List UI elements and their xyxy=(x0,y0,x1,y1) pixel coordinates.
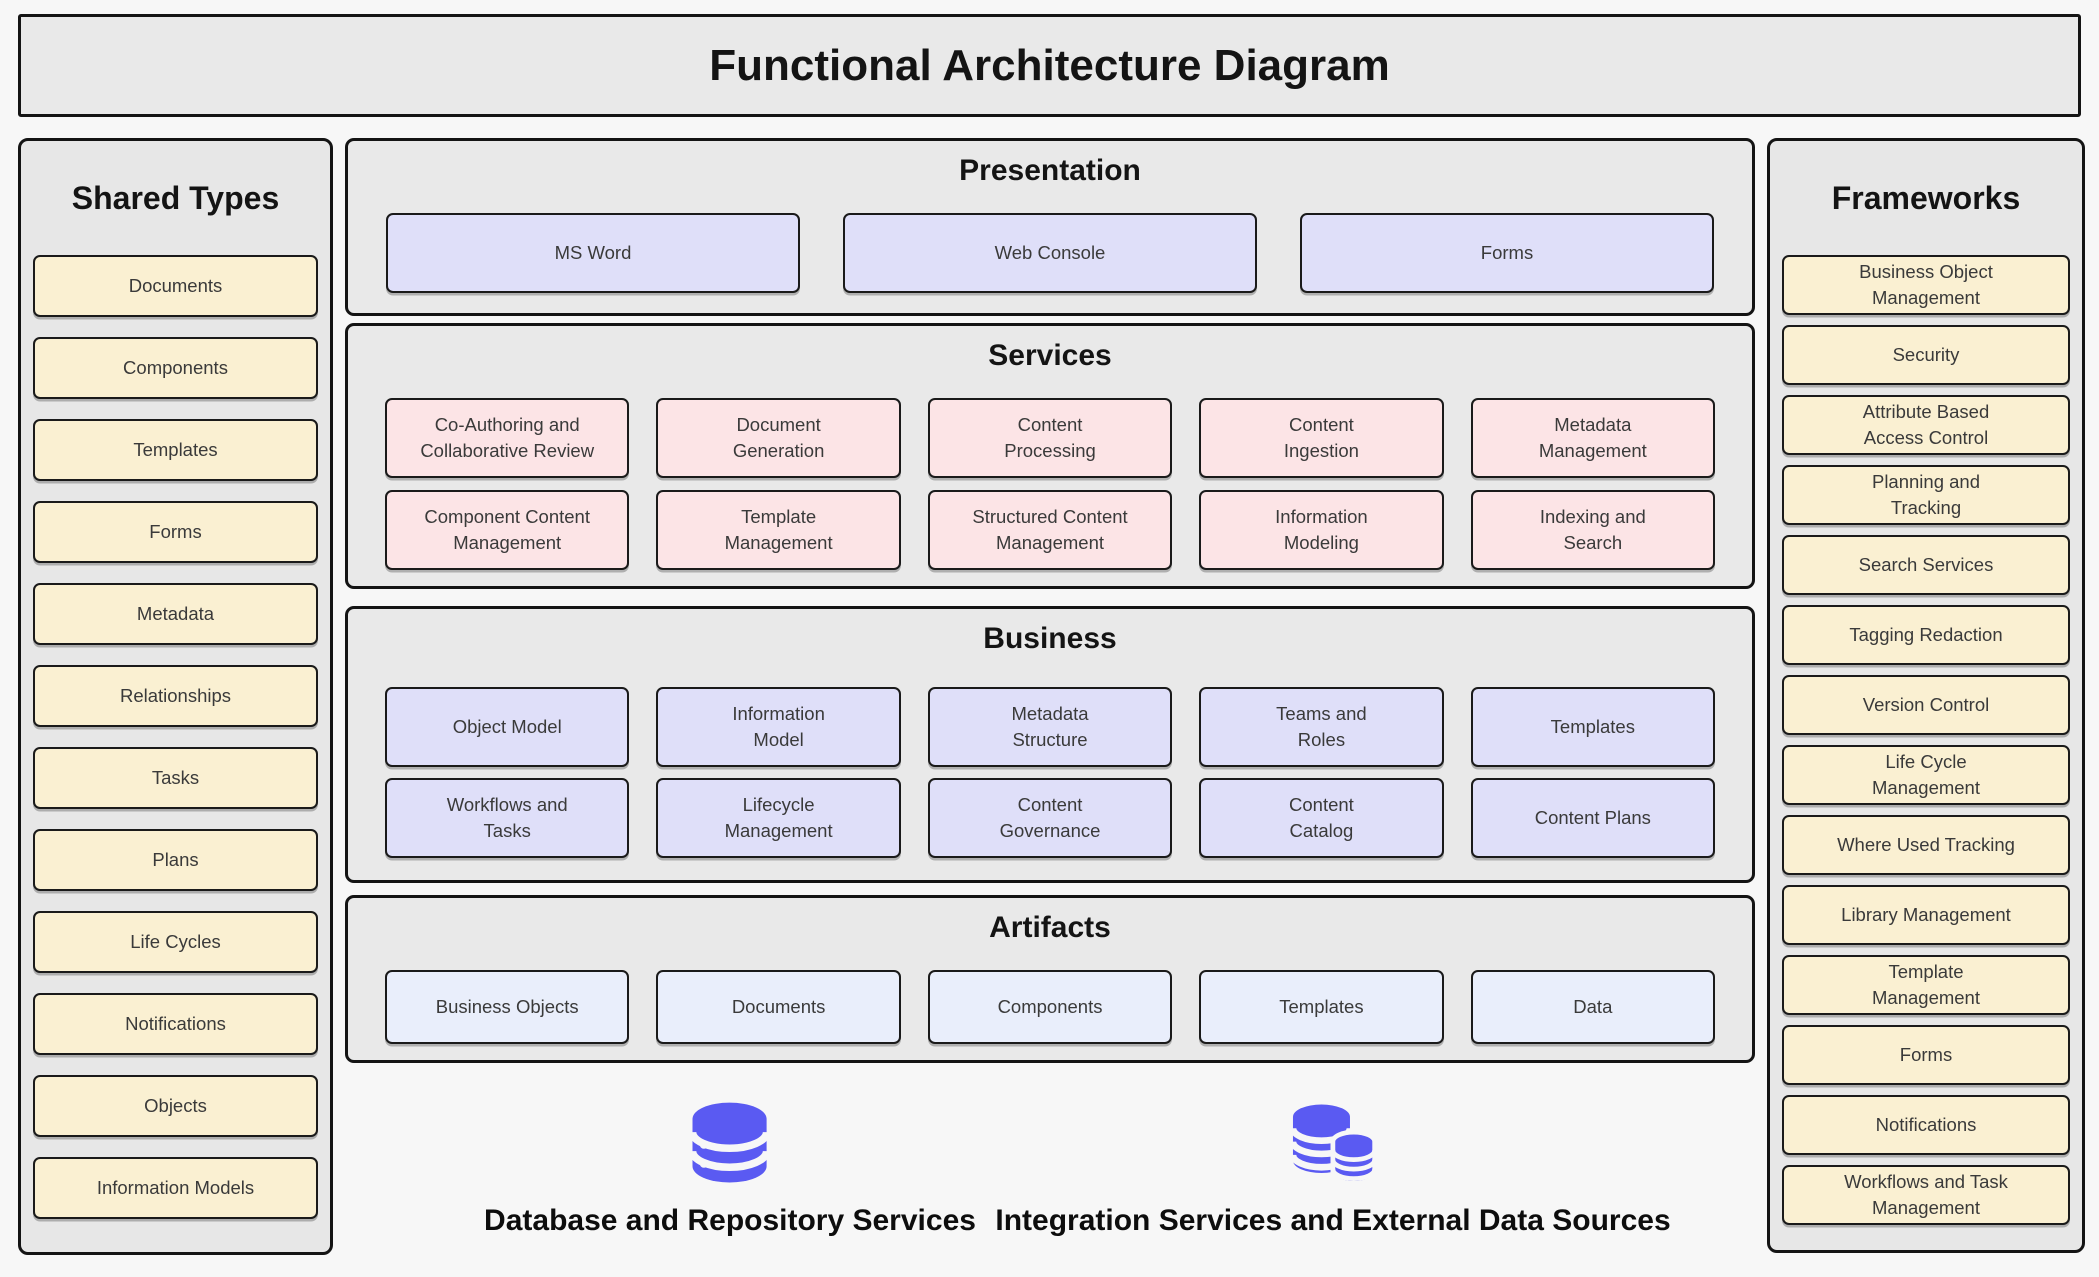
frameworks-title: Frameworks xyxy=(1831,179,2021,216)
database-icon xyxy=(689,1102,771,1183)
shared-type-tasks: Tasks xyxy=(33,747,318,809)
presentation-row: MS Word Web Console Forms xyxy=(348,213,1752,293)
framework-business-object-management: Business Object Management xyxy=(1782,255,2070,315)
shared-types-list: Documents Components Templates Forms Met… xyxy=(21,255,330,1219)
framework-life-cycle-management: Life Cycle Management xyxy=(1782,745,2070,805)
business-metadata-structure: Metadata Structure xyxy=(927,687,1173,767)
business-lifecycle-management: Lifecycle Management xyxy=(656,778,901,858)
shared-type-life-cycles: Life Cycles xyxy=(33,911,318,973)
framework-security: Security xyxy=(1782,325,2070,385)
framework-search-services: Search Services xyxy=(1782,535,2070,595)
business-title: Business xyxy=(983,622,1117,655)
business-information-model: Information Model xyxy=(656,687,901,767)
service-component-content-management: Component Content Management xyxy=(385,490,630,570)
presentation-forms: Forms xyxy=(1300,213,1714,293)
integration-external-data-sources-label: Integration Services and External Data S… xyxy=(995,1204,1671,1237)
shared-type-components: Components xyxy=(33,337,318,399)
framework-library-management: Library Management xyxy=(1782,885,2070,945)
layers-column: Presentation MS Word Web Console Forms S… xyxy=(345,138,1755,1266)
business-row-2: Workflows and Tasks Lifecycle Management… xyxy=(348,778,1752,858)
services-layer: Services Co-Authoring and Collaborative … xyxy=(345,323,1755,589)
artifact-templates: Templates xyxy=(1199,970,1444,1044)
framework-version-control: Version Control xyxy=(1782,675,2070,735)
shared-type-notifications: Notifications xyxy=(33,993,318,1055)
shared-type-objects: Objects xyxy=(33,1075,318,1137)
shared-type-relationships: Relationships xyxy=(33,665,318,727)
database-repository-services-label: Database and Repository Services xyxy=(484,1204,976,1237)
framework-template-management: Template Management xyxy=(1782,955,2070,1015)
databases-icon xyxy=(1289,1104,1378,1186)
service-document-generation: Document Generation xyxy=(656,398,901,478)
framework-attribute-based-access-control: Attribute Based Access Control xyxy=(1782,395,2070,455)
business-teams-and-roles: Teams and Roles xyxy=(1199,687,1444,767)
service-indexing-and-search: Indexing and Search xyxy=(1470,490,1716,570)
shared-type-information-models: Information Models xyxy=(33,1157,318,1219)
business-row-1: Object Model Information Model Metadata … xyxy=(348,687,1752,767)
presentation-title: Presentation xyxy=(959,154,1141,187)
services-row-1: Co-Authoring and Collaborative Review Do… xyxy=(348,398,1752,478)
frameworks-list: Business Object Management Security Attr… xyxy=(1770,255,2082,1225)
data-services-footer: Database and Repository Services Integra… xyxy=(345,1091,1755,1266)
shared-type-forms: Forms xyxy=(33,501,318,563)
presentation-ms-word: MS Word xyxy=(386,213,800,293)
framework-forms: Forms xyxy=(1782,1025,2070,1085)
service-information-modeling: Information Modeling xyxy=(1199,490,1444,570)
service-structured-content-management: Structured Content Management xyxy=(927,490,1173,570)
service-content-ingestion: Content Ingestion xyxy=(1199,398,1444,478)
business-object-model: Object Model xyxy=(385,687,630,767)
business-workflows-and-tasks: Workflows and Tasks xyxy=(385,778,630,858)
service-template-management: Template Management xyxy=(656,490,901,570)
artifact-components: Components xyxy=(927,970,1173,1044)
service-co-authoring-collaborative-review: Co-Authoring and Collaborative Review xyxy=(385,398,630,478)
framework-tagging-redaction: Tagging Redaction xyxy=(1782,605,2070,665)
presentation-layer: Presentation MS Word Web Console Forms xyxy=(345,138,1755,316)
business-content-catalog: Content Catalog xyxy=(1199,778,1444,858)
framework-notifications: Notifications xyxy=(1782,1095,2070,1155)
service-metadata-management: Metadata Management xyxy=(1470,398,1716,478)
business-templates: Templates xyxy=(1470,687,1716,767)
framework-workflows-and-task-management: Workflows and Task Management xyxy=(1782,1165,2070,1225)
artifact-data: Data xyxy=(1470,970,1716,1044)
business-content-plans: Content Plans xyxy=(1470,778,1716,858)
frameworks-panel: Frameworks Business Object Management Se… xyxy=(1767,138,2085,1253)
artifacts-layer: Artifacts Business Objects Documents Com… xyxy=(345,895,1755,1063)
shared-type-plans: Plans xyxy=(33,829,318,891)
shared-type-templates: Templates xyxy=(33,419,318,481)
page-title: Functional Architecture Diagram xyxy=(709,40,1390,90)
diagram-title-bar: Functional Architecture Diagram xyxy=(18,14,2081,117)
artifact-documents: Documents xyxy=(656,970,901,1044)
framework-planning-and-tracking: Planning and Tracking xyxy=(1782,465,2070,525)
shared-type-documents: Documents xyxy=(33,255,318,317)
service-content-processing: Content Processing xyxy=(927,398,1173,478)
services-row-2: Component Content Management Template Ma… xyxy=(348,490,1752,570)
shared-types-panel: Shared Types Documents Components Templa… xyxy=(18,138,333,1255)
shared-type-metadata: Metadata xyxy=(33,583,318,645)
database-repository-services: Database and Repository Services xyxy=(484,1091,976,1238)
presentation-web-console: Web Console xyxy=(843,213,1257,293)
artifact-business-objects: Business Objects xyxy=(385,970,630,1044)
integration-external-data-sources: Integration Services and External Data S… xyxy=(995,1091,1671,1238)
artifacts-title: Artifacts xyxy=(989,911,1111,944)
shared-types-title: Shared Types xyxy=(71,179,280,216)
business-layer: Business Object Model Information Model … xyxy=(345,606,1755,883)
artifacts-row: Business Objects Documents Components Te… xyxy=(348,970,1752,1044)
framework-where-used-tracking: Where Used Tracking xyxy=(1782,815,2070,875)
services-title: Services xyxy=(988,339,1112,372)
business-content-governance: Content Governance xyxy=(927,778,1173,858)
